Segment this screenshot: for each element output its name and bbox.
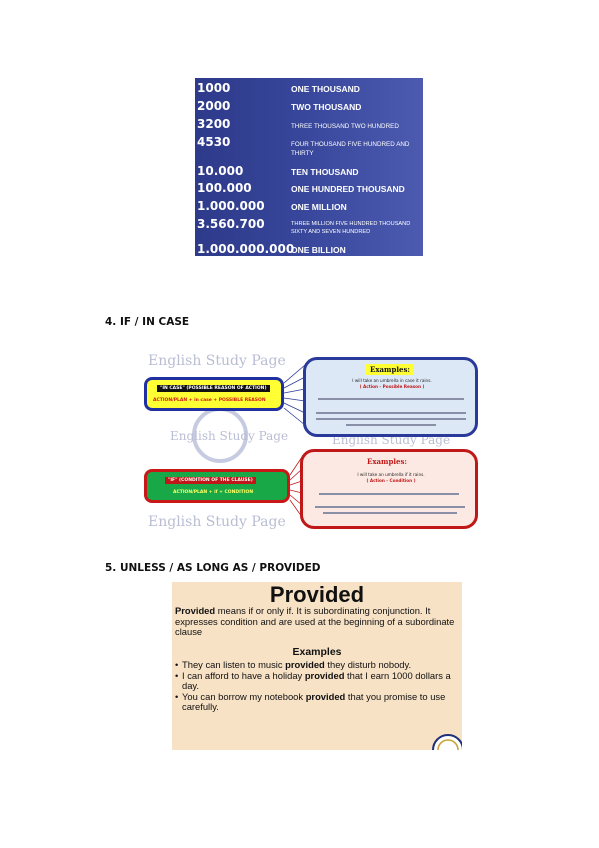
blurred-text-line bbox=[318, 398, 464, 400]
section-heading-unless: 5. UNLESS / AS LONG AS / PROVIDED bbox=[105, 562, 321, 574]
watermark-text: English Study Page bbox=[148, 353, 286, 369]
blurred-text-line bbox=[316, 412, 466, 414]
number-cell: 10.000 bbox=[197, 164, 244, 178]
list-item: •You can borrow my notebook provided tha… bbox=[175, 690, 459, 713]
example-text: They can listen to music bbox=[182, 659, 286, 670]
example-keyword: provided bbox=[304, 669, 345, 681]
example-note: ( Action - Possible Reason ) bbox=[359, 384, 425, 389]
words-cell: TEN THOUSAND bbox=[291, 167, 359, 177]
bullet-icon: • bbox=[175, 669, 179, 681]
blurred-text-line bbox=[346, 424, 436, 426]
if-examples-bubble: Examples: I will take an umbrella if it … bbox=[300, 449, 478, 529]
number-cell: 2000 bbox=[197, 99, 231, 113]
blurred-text-line bbox=[315, 506, 465, 508]
if-box-formula: ACTION/PLAN + if + CONDITION bbox=[173, 490, 254, 495]
watermark-text: English Study Page bbox=[170, 429, 289, 443]
words-cell: FOUR THOUSAND FIVE HUNDRED AND THIRTY bbox=[291, 141, 410, 157]
number-cell: 100.000 bbox=[197, 181, 252, 195]
seal-logo-icon bbox=[428, 730, 462, 750]
example-sentence: I will take an umbrella in case it rains… bbox=[352, 378, 432, 383]
bullet-icon: • bbox=[175, 659, 179, 670]
example-text: that I earn 1000 dollars a day. bbox=[182, 669, 451, 692]
example-text: I can afford to have a holiday bbox=[182, 669, 305, 681]
desc-keyword: Provided bbox=[175, 605, 216, 616]
examples-label: Examples: bbox=[366, 364, 414, 375]
card-description: Provided means if or only if. It is subo… bbox=[175, 605, 459, 638]
number-cell: 4530 bbox=[197, 135, 231, 149]
blurred-text-line bbox=[323, 512, 457, 514]
example-sentence: I will take an umbrella if it rains. bbox=[357, 472, 425, 477]
card-title: Provided bbox=[269, 582, 365, 607]
words-cell: THREE THOUSAND TWO HUNDRED bbox=[291, 123, 399, 130]
number-cell: 1.000.000.000 bbox=[197, 242, 295, 256]
words-cell: ONE MILLION bbox=[291, 202, 347, 212]
section-heading-if-in-case: 4. IF / IN CASE bbox=[105, 316, 190, 328]
number-cell: 3.560.700 bbox=[197, 217, 265, 231]
in-case-examples-bubble: Examples: I will take an umbrella in cas… bbox=[303, 357, 478, 437]
numbers-table: 1000 ONE THOUSAND 2000 TWO THOUSAND 3200… bbox=[195, 78, 423, 256]
in-case-box-formula: ACTION/PLAN + in case + POSSIBLE REASON bbox=[153, 398, 266, 403]
number-cell: 3200 bbox=[197, 117, 231, 131]
if-box-title: "IF" (CONDITION OF THE CLAUSE) bbox=[165, 477, 256, 484]
words-cell: ONE THOUSAND bbox=[291, 84, 360, 94]
list-item: •They can listen to music provided they … bbox=[175, 659, 459, 671]
words-cell: ONE HUNDRED THOUSAND bbox=[291, 184, 405, 194]
if-in-case-diagram: English Study Page English Study Page En… bbox=[140, 353, 480, 533]
example-text: You can borrow my notebook bbox=[182, 690, 306, 702]
in-case-box-title: "IN CASE" (POSSIBLE REASON OF ACTION) bbox=[157, 385, 270, 392]
example-text: they disturb nobody. bbox=[324, 659, 412, 670]
example-note: ( Action - Condition ) bbox=[366, 478, 416, 483]
examples-label: Examples: bbox=[363, 456, 411, 467]
watermark-text: English Study Page bbox=[148, 514, 286, 530]
example-keyword: provided bbox=[285, 659, 325, 670]
number-cell: 1000 bbox=[197, 81, 231, 95]
if-box: "IF" (CONDITION OF THE CLAUSE) ACTION/PL… bbox=[144, 469, 290, 503]
examples-list: •They can listen to music provided they … bbox=[175, 659, 459, 713]
blurred-text-line bbox=[319, 493, 459, 495]
examples-heading: Examples bbox=[292, 646, 342, 658]
number-cell: 1.000.000 bbox=[197, 199, 265, 213]
words-cell: TWO THOUSAND bbox=[291, 102, 362, 112]
desc-text: means if or only if. It is subordinating… bbox=[175, 605, 455, 638]
words-cell: ONE BILLION bbox=[291, 245, 346, 255]
provided-card: Provided Provided means if or only if. I… bbox=[172, 582, 462, 750]
blurred-text-line bbox=[316, 418, 466, 420]
words-cell: THREE MILLION FIVE HUNDRED THOUSAND SIXT… bbox=[291, 221, 411, 235]
bullet-icon: • bbox=[175, 690, 179, 702]
in-case-box: "IN CASE" (POSSIBLE REASON OF ACTION) AC… bbox=[144, 377, 284, 411]
example-keyword: provided bbox=[305, 690, 346, 702]
list-item: •I can afford to have a holiday provided… bbox=[175, 669, 459, 692]
example-text: that you promise to use carefully. bbox=[182, 690, 446, 713]
